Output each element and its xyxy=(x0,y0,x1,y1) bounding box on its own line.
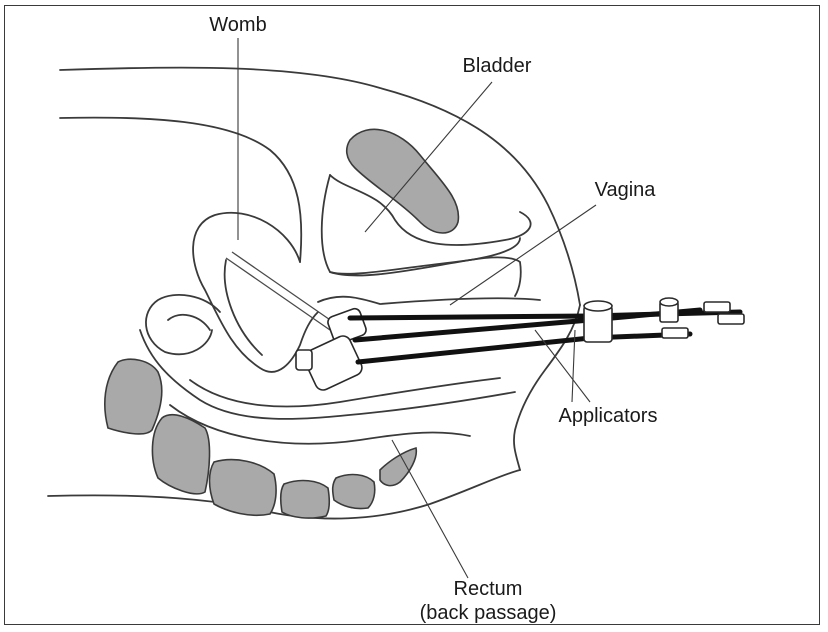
vertebra-4 xyxy=(281,481,330,519)
uterine-tube-rod xyxy=(226,252,336,330)
cervix-loop xyxy=(146,295,220,354)
applicator-rod-lower[interactable] xyxy=(358,334,690,362)
vertebra-3 xyxy=(210,460,277,516)
vertebra-6 xyxy=(380,448,416,486)
applicator-tip xyxy=(296,350,312,370)
perineum-contour xyxy=(514,305,580,470)
vertebra-2 xyxy=(152,415,209,494)
label-rectum: Rectum xyxy=(454,578,523,600)
vagina-leader-line xyxy=(450,205,596,305)
applicator-clamp-2-top xyxy=(660,298,678,306)
label-womb: Womb xyxy=(209,14,266,36)
rectum-leader-line xyxy=(392,440,468,578)
vagina-lower-wall xyxy=(318,297,540,304)
vertebra-1 xyxy=(105,359,162,434)
bladder-shape xyxy=(347,129,459,233)
womb-cavity-wall xyxy=(225,260,262,355)
applicator-end-cap-3 xyxy=(662,328,688,338)
applicator-clamp-1-top xyxy=(584,301,612,311)
cervix-loop-inner xyxy=(168,315,210,330)
applicator-end-cap-2 xyxy=(718,314,744,324)
label-rectum-subtitle: (back passage) xyxy=(420,602,557,624)
label-bladder: Bladder xyxy=(463,55,532,77)
label-vagina: Vagina xyxy=(595,179,657,201)
applicator-end-cap-1 xyxy=(704,302,730,312)
inner-back-contour xyxy=(60,118,301,262)
label-applicators: Applicators xyxy=(559,405,658,427)
rectum-lower-contour xyxy=(170,405,470,444)
vertebra-5 xyxy=(333,475,375,509)
